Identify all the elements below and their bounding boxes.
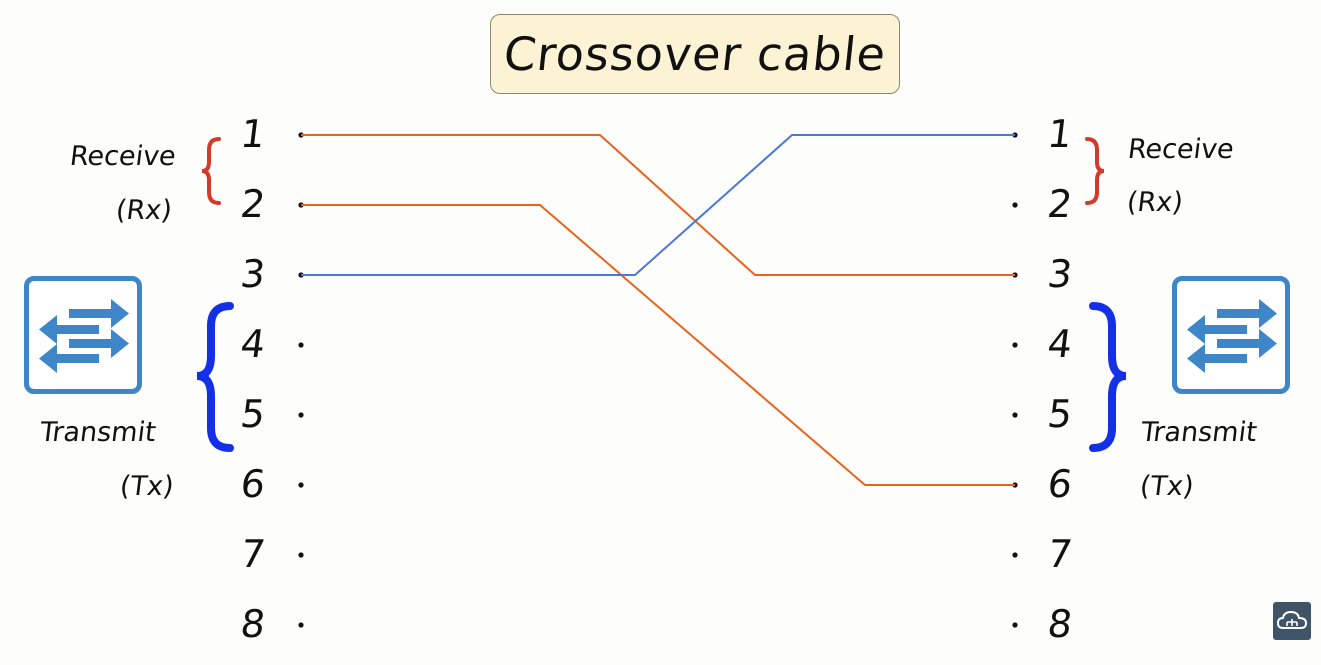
left-transmit-abbr: (Tx)	[118, 471, 176, 502]
left-pin-dot-4	[298, 342, 304, 348]
right-pin-dot-2	[1012, 202, 1018, 208]
right-pin-4: 4	[1045, 322, 1075, 366]
left-pin-8: 8	[238, 602, 268, 646]
right-receive-label: Receive	[1126, 134, 1236, 165]
left-switch-icon	[24, 276, 142, 394]
right-pin-dot-8	[1012, 622, 1018, 628]
right-pin-6: 6	[1045, 462, 1075, 506]
left-receive-brace	[201, 137, 221, 205]
left-pin-2: 2	[238, 182, 268, 226]
left-pin-dot-7	[298, 552, 304, 558]
left-pin-dot-6	[298, 482, 304, 488]
left-pin-5: 5	[238, 392, 268, 436]
left-pin-3: 3	[238, 252, 268, 296]
left-pin-7: 7	[238, 532, 268, 576]
left-transmit-label: Transmit	[38, 417, 158, 448]
left-pin-4: 4	[238, 322, 268, 366]
right-transmit-abbr: (Tx)	[1138, 471, 1196, 502]
right-pin-3: 3	[1045, 252, 1075, 296]
left-pin-1: 1	[238, 112, 268, 156]
pin-dots	[298, 132, 1018, 628]
left-pin-6: 6	[238, 462, 268, 506]
right-pin-5: 5	[1045, 392, 1075, 436]
right-receive-brace	[1085, 137, 1105, 205]
left-receive-label: Receive	[68, 141, 178, 172]
right-pin-2: 2	[1045, 182, 1075, 226]
right-pin-1: 1	[1045, 112, 1075, 156]
right-switch-icon	[1172, 276, 1290, 394]
right-pin-dot-4	[1012, 342, 1018, 348]
left-pin-dot-8	[298, 622, 304, 628]
left-pin-dot-5	[298, 412, 304, 418]
right-transmit-brace	[1089, 302, 1127, 452]
wire-2-to-6	[301, 204, 1015, 486]
right-pin-8: 8	[1045, 602, 1075, 646]
cloud-logo-icon	[1273, 602, 1311, 640]
wire-layer	[301, 134, 1015, 486]
title-box: Crossover cable	[490, 14, 900, 94]
right-pin-dot-7	[1012, 552, 1018, 558]
wire-3-to-1	[301, 134, 1015, 276]
left-transmit-brace	[196, 302, 234, 452]
left-receive-abbr: (Rx)	[114, 195, 174, 226]
right-receive-abbr: (Rx)	[1125, 187, 1185, 218]
right-transmit-label: Transmit	[1139, 417, 1259, 448]
wire-1-to-3	[301, 134, 1015, 276]
right-pin-dot-5	[1012, 412, 1018, 418]
right-pin-7: 7	[1045, 532, 1075, 576]
